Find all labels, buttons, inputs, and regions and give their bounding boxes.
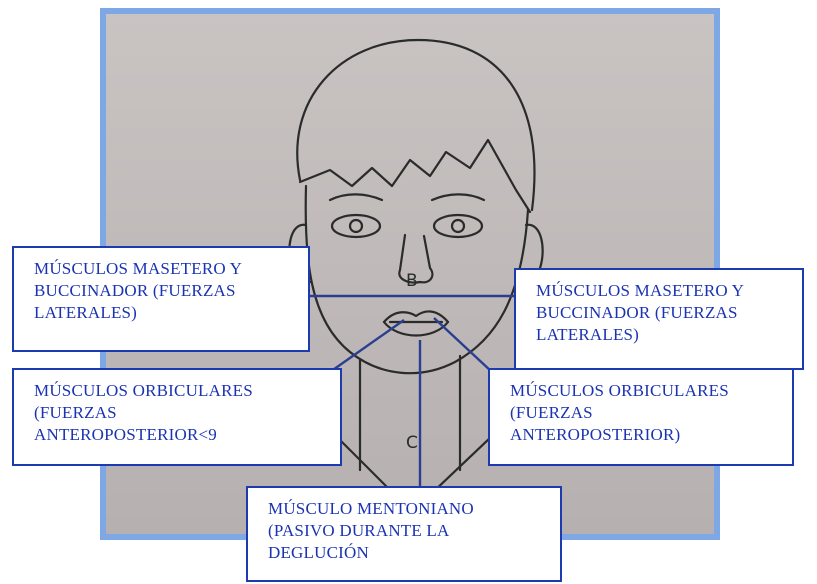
label-line: MÚSCULOS MASETERO Y [34,258,294,280]
label-orbiculares-right: MÚSCULOS ORBICULARES (FUERZAS ANTEROPOST… [488,368,794,466]
label-line: BUCCINADOR (FUERZAS [34,280,294,302]
label-line: LATERALES) [34,302,294,324]
label-line: BUCCINADOR (FUERZAS [536,302,788,324]
pointer-orbicular-right [434,318,492,372]
label-line: MÚSCULO MENTONIANO [268,498,546,520]
right-eye [434,215,482,237]
label-line: LATERALES) [536,324,788,346]
label-line: ANTEROPOSTERIOR<9 [34,424,326,446]
hair-fringe [300,140,530,212]
mark-b: B [406,271,418,291]
label-line: MÚSCULOS MASETERO Y [536,280,788,302]
label-line: (FUERZAS [510,402,778,424]
label-mentoniano: MÚSCULO MENTONIANO (PASIVO DURANTE LA DE… [246,486,562,582]
label-masetero-right: MÚSCULOS MASETERO Y BUCCINADOR (FUERZAS … [514,268,804,370]
hair-outline [297,40,534,210]
label-line: ANTEROPOSTERIOR) [510,424,778,446]
label-line: MÚSCULOS ORBICULARES [510,380,778,402]
label-line: (FUERZAS [34,402,326,424]
label-masetero-left: MÚSCULOS MASETERO Y BUCCINADOR (FUERZAS … [12,246,310,352]
mark-c: C [406,433,418,453]
right-eyebrow [432,194,484,200]
left-eye [332,215,380,237]
right-iris [452,220,464,232]
left-eyebrow [330,194,382,200]
label-orbiculares-left: MÚSCULOS ORBICULARES (FUERZAS ANTEROPOST… [12,368,342,466]
upper-lip [384,311,448,322]
left-iris [350,220,362,232]
label-line: MÚSCULOS ORBICULARES [34,380,326,402]
label-line: DEGLUCIÓN [268,542,546,564]
label-line: (PASIVO DURANTE LA [268,520,546,542]
